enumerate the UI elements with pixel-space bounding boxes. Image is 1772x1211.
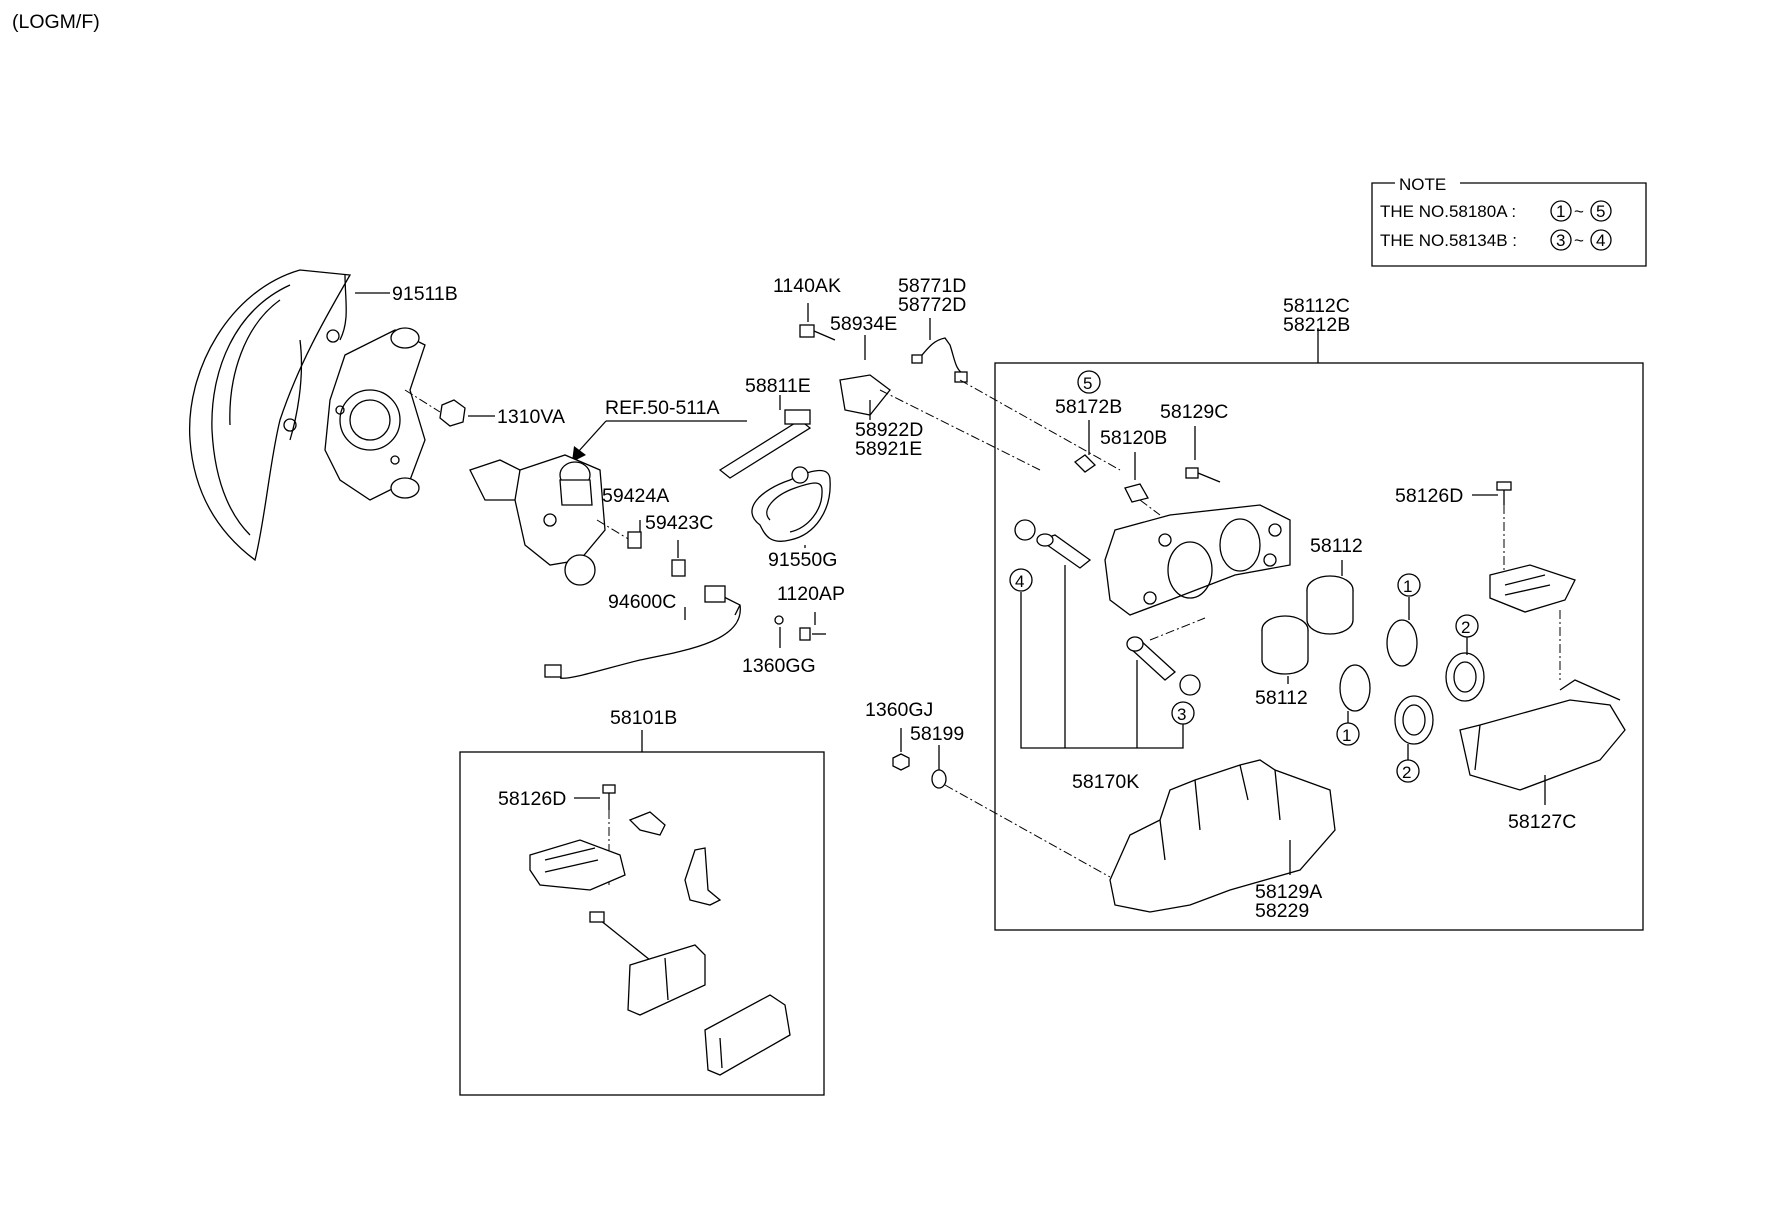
label-1360GJ: 1360GJ <box>865 699 933 721</box>
label-1310VA: 1310VA <box>497 406 565 428</box>
bolt-58126D-kit <box>602 784 616 810</box>
pad-with-sensor <box>589 911 706 1016</box>
note-line-1-sep: ~ <box>1574 202 1584 221</box>
hose-58771D <box>911 337 968 383</box>
piston-lower <box>1261 615 1309 675</box>
anti-rattle-spring <box>628 811 666 836</box>
label-58112-upper: 58112 <box>1310 535 1363 557</box>
label-58126D-caliper: 58126D <box>1395 485 1463 507</box>
brake-pad-58127C <box>1459 679 1626 791</box>
note-title: NOTE <box>1399 175 1446 194</box>
caliper-assembly-box <box>994 362 1644 931</box>
sensor-94600C <box>544 585 741 679</box>
label-58127C: 58127C <box>1508 811 1576 833</box>
hose-58811E <box>718 409 812 479</box>
bolt-58126D-caliper <box>1496 481 1512 505</box>
bolt-1120AP <box>799 627 826 641</box>
variant-code: (LOGM/F) <box>12 11 100 33</box>
piston-upper <box>1306 575 1354 635</box>
label-58129C: 58129C <box>1160 401 1228 423</box>
marker-3: 3 <box>1177 705 1186 724</box>
note-line-1-to: 5 <box>1596 202 1605 221</box>
label-58771D: 58771D <box>898 275 966 297</box>
label-58170K: 58170K <box>1072 771 1139 793</box>
label-91550G: 91550G <box>768 549 837 571</box>
seal-lower <box>1339 664 1371 712</box>
label-59424A: 59424A <box>602 485 669 507</box>
label-1360GG: 1360GG <box>742 655 816 677</box>
label-ref: REF.50-511A <box>605 397 720 419</box>
label-58101B: 58101B <box>610 707 677 729</box>
note-line-2-sep: ~ <box>1574 231 1584 250</box>
shim-spring-caliper <box>1489 564 1576 613</box>
washer-58199 <box>931 769 947 789</box>
label-1120AP: 1120AP <box>777 583 845 605</box>
wear-clip <box>684 847 722 906</box>
note-line-1-from: 1 <box>1556 202 1565 221</box>
note-line-2-prefix: THE NO.58134B : <box>1380 231 1517 250</box>
note-line-2-from: 3 <box>1556 231 1565 250</box>
part-59423C <box>671 559 686 577</box>
note-box: NOTE THE NO.58180A : 1 ~ 5 THE NO.58134B… <box>1371 175 1647 267</box>
marker-1-upper: 1 <box>1403 577 1412 596</box>
boot-upper <box>1445 652 1485 702</box>
label-58129A: 58129A <box>1255 881 1322 903</box>
label-58772D: 58772D <box>898 294 966 316</box>
label-58229: 58229 <box>1255 900 1309 922</box>
seal-upper <box>1386 619 1418 667</box>
part-1360GG <box>774 615 784 625</box>
label-58120B: 58120B <box>1100 427 1167 449</box>
label-58172B: 58172B <box>1055 396 1122 418</box>
boot-lower <box>1394 695 1434 745</box>
label-58126D-kit: 58126D <box>498 788 566 810</box>
label-91511B: 91511B <box>392 283 458 305</box>
caliper-body-drawing <box>1104 504 1291 616</box>
bleeder-58172B <box>1073 454 1097 473</box>
marker-4: 4 <box>1015 572 1024 591</box>
label-58112C: 58112C <box>1283 295 1350 317</box>
bolt-58129C <box>1185 467 1221 483</box>
marker-1-lower: 1 <box>1342 726 1351 745</box>
marker-2-upper: 2 <box>1461 618 1470 637</box>
label-94600C: 94600C <box>608 591 676 613</box>
label-58199: 58199 <box>910 723 964 745</box>
guide-pin-left <box>1014 519 1092 569</box>
nut-1360GJ <box>892 753 910 771</box>
label-58811E: 58811E <box>745 375 811 397</box>
note-line-1-prefix: THE NO.58180A : <box>1380 202 1516 221</box>
marker-5: 5 <box>1083 374 1092 393</box>
marker-2-lower: 2 <box>1402 763 1411 782</box>
hub-drawing <box>469 454 606 586</box>
nut-1310VA <box>439 399 466 427</box>
bracket-58922D <box>839 374 891 416</box>
guide-pin-right <box>1126 636 1201 696</box>
label-58934E: 58934E <box>830 313 897 335</box>
part-59424A <box>627 531 642 549</box>
label-58921E: 58921E <box>855 438 922 460</box>
label-59423C: 59423C <box>645 512 713 534</box>
dust-cover-drawing <box>188 269 352 562</box>
bolt-1140AK <box>799 324 836 341</box>
bleeder-58120B <box>1124 483 1149 503</box>
caliper-bracket-58129A <box>1109 759 1336 913</box>
note-line-2-to: 4 <box>1596 231 1605 250</box>
knuckle-drawing <box>324 327 426 501</box>
shim-plate-kit <box>529 839 626 891</box>
hose-91550G <box>751 466 831 542</box>
label-58112-lower: 58112 <box>1255 687 1308 709</box>
label-58212B: 58212B <box>1283 314 1350 336</box>
label-1140AK: 1140AK <box>773 275 841 297</box>
pad-plain <box>704 994 791 1076</box>
label-58922D: 58922D <box>855 419 923 441</box>
